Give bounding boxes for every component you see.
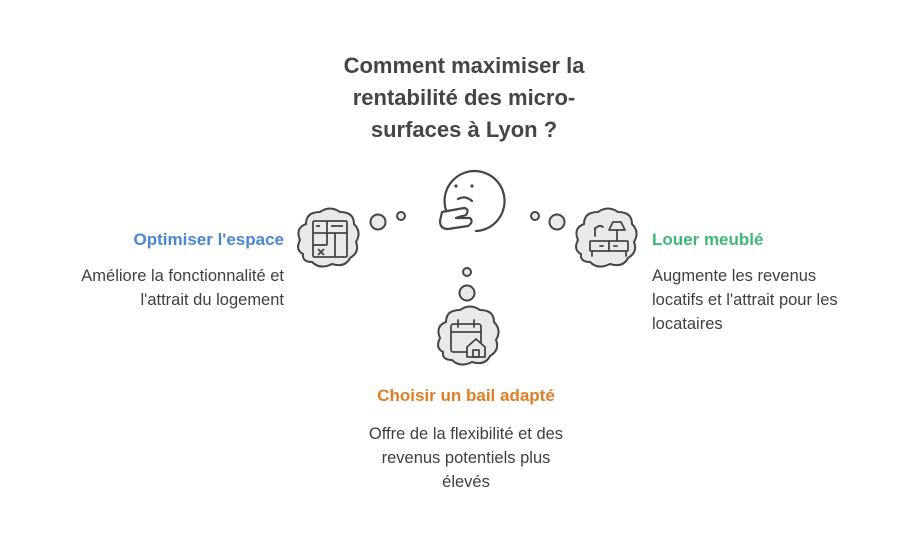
calendar-home-icon — [450, 319, 486, 358]
furniture-icon — [589, 221, 629, 257]
desc-line: locatifs et l'attrait pour les — [652, 291, 838, 309]
thought-trail-left — [369, 211, 406, 231]
thought-trail-right — [530, 211, 566, 231]
heading-choisir-bail: Choisir un bail adapté — [377, 386, 555, 405]
desc-line: Améliore la fonctionnalité et — [81, 267, 284, 285]
title-line-3: surfaces à Lyon ? — [370, 117, 558, 142]
desc-louer-meuble: Augmente les revenus locatifs et l'attra… — [652, 264, 838, 336]
heading-optimiser-espace: Optimiser l'espace — [133, 230, 284, 249]
title-line-1: Comment maximiser la — [343, 53, 585, 78]
floor-plan-icon — [312, 220, 348, 258]
thought-trail-bottom — [458, 267, 476, 302]
desc-line: locataires — [652, 315, 723, 333]
desc-choisir-bail: Offre de la flexibilité et des revenus p… — [306, 422, 626, 494]
cloud-right — [575, 207, 638, 268]
desc-line: revenus potentiels plus — [381, 449, 551, 467]
desc-line: Augmente les revenus — [652, 267, 817, 285]
title-line-2: rentabilité des micro- — [352, 85, 576, 110]
desc-optimiser-espace: Améliore la fonctionnalité et l'attrait … — [81, 264, 284, 312]
desc-line: élevés — [442, 473, 490, 491]
desc-line: Offre de la flexibilité et des — [368, 425, 564, 443]
diagram-title: Comment maximiser la rentabilité des mic… — [306, 50, 622, 146]
heading-louer-meuble: Louer meublé — [652, 230, 764, 249]
thinking-face-icon — [438, 169, 506, 233]
desc-line: l'attrait du logement — [140, 291, 284, 309]
